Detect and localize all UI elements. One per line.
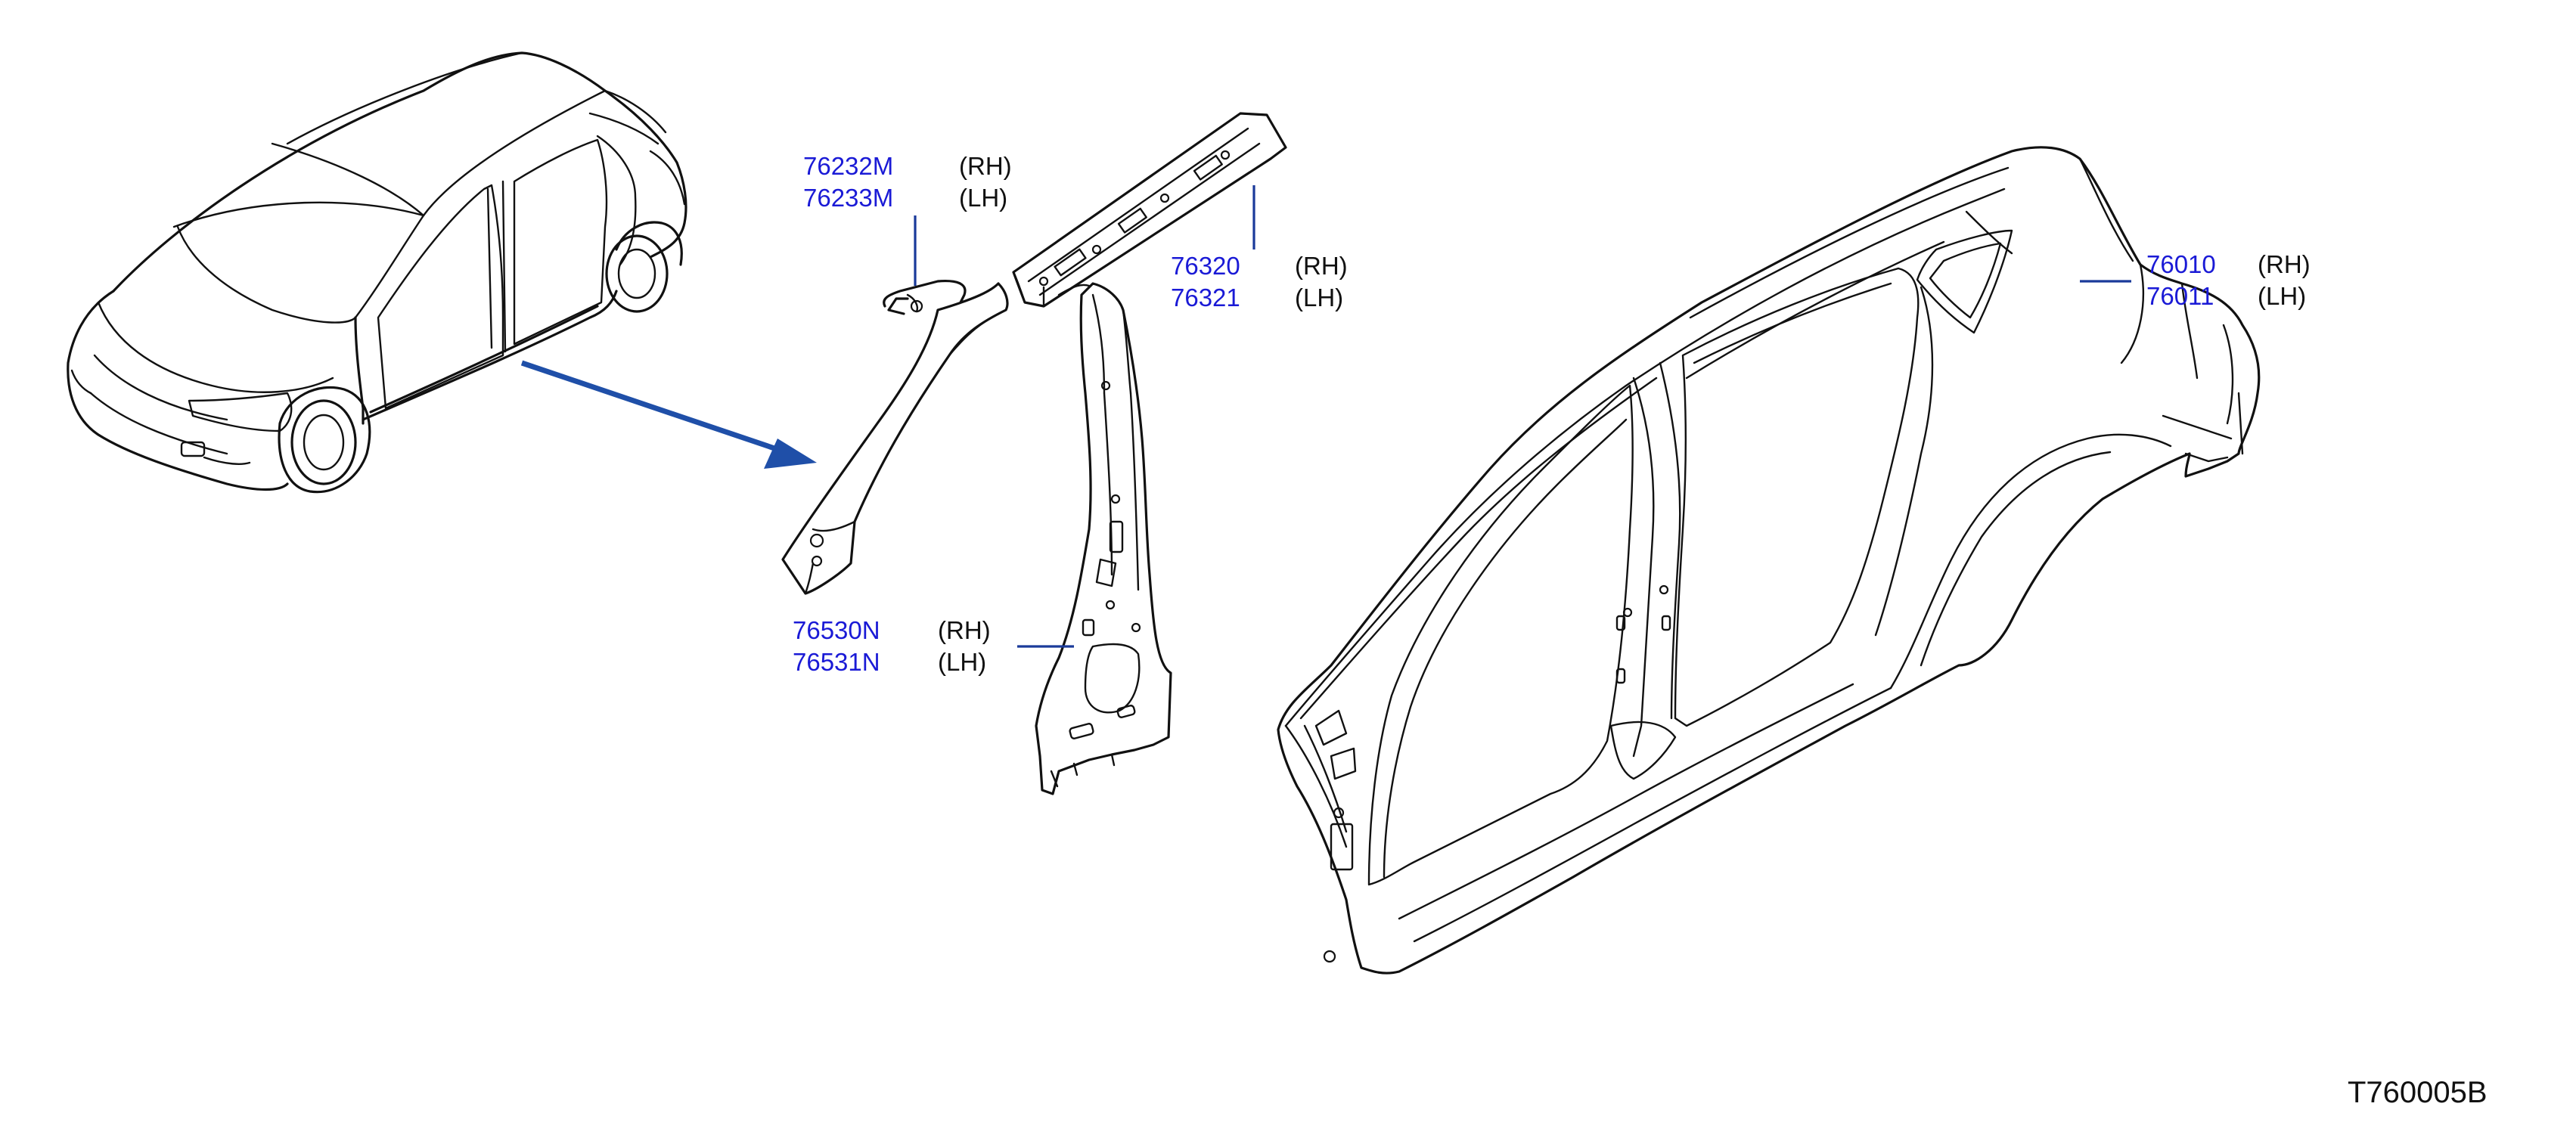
part-number-lh: 76531N (793, 648, 880, 676)
part-number-rh: 76320 (1171, 252, 1240, 280)
drawing-reference: T760005B (2348, 1076, 2488, 1109)
part-number-lh: 76233M (803, 184, 894, 212)
direction-arrow (520, 360, 817, 469)
side-label-lh: (LH) (2258, 282, 2307, 310)
vehicle-overview (67, 51, 687, 494)
part-number-lh: 76011 (2146, 282, 2214, 310)
side-label-rh: (RH) (1295, 252, 1348, 280)
part-number-rh: 76530N (793, 616, 880, 644)
side-label-rh: (RH) (2258, 250, 2311, 278)
body-side-outer-part (1277, 146, 2261, 975)
side-label-rh: (RH) (959, 152, 1012, 180)
roof-rail-part (1012, 112, 1287, 308)
side-label-lh: (LH) (938, 648, 987, 676)
leader-lines (914, 185, 2131, 648)
side-label-lh: (LH) (959, 184, 1008, 212)
side-label-lh: (LH) (1295, 284, 1344, 311)
part-number-lh: 76321 (1171, 284, 1240, 311)
front-pillar-part (781, 279, 1009, 595)
side-label-rh: (RH) (938, 616, 991, 644)
part-number-rh: 76232M (803, 152, 894, 180)
center-pillar-part (1035, 282, 1172, 795)
part-number-rh: 76010 (2146, 250, 2216, 278)
